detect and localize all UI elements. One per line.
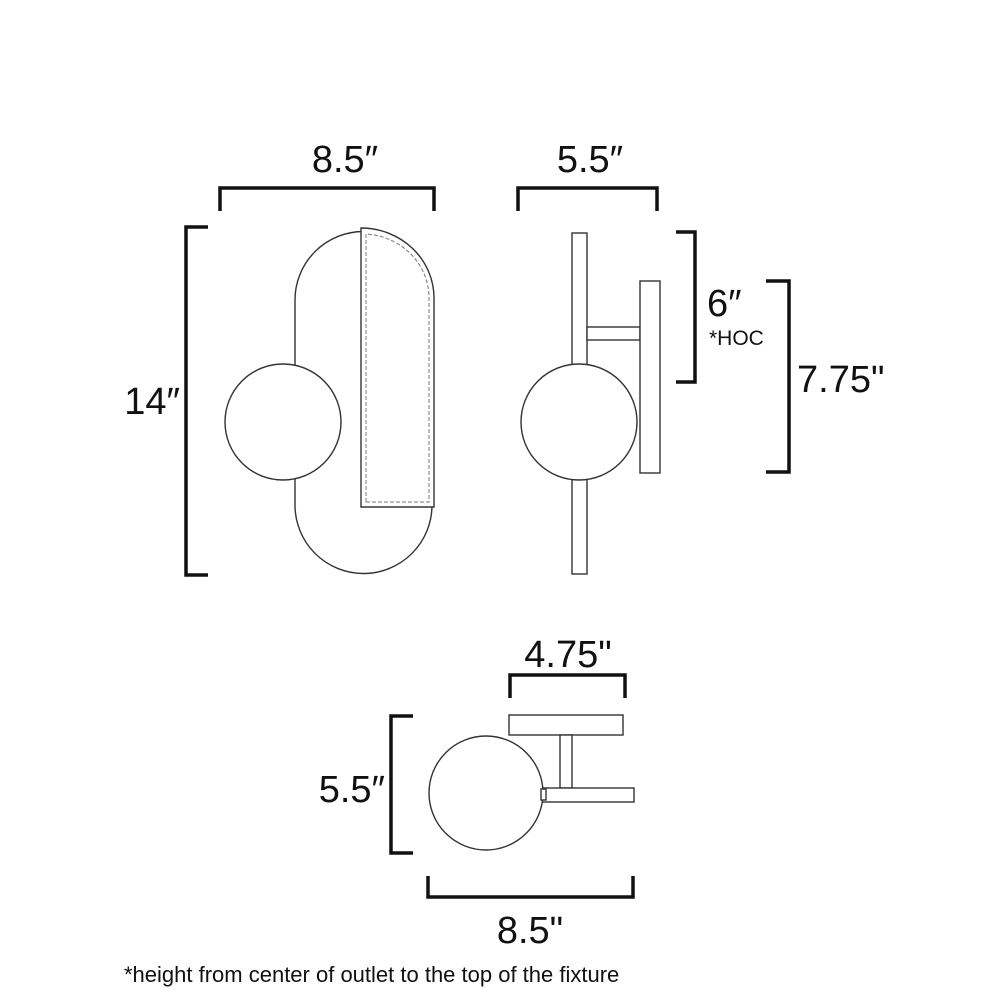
side-view: 5.5″ 6″ *HOC 7.75" (516, 139, 884, 575)
front-height-bracket (184, 225, 208, 577)
backplate-height-bracket (766, 279, 791, 474)
front-width-bracket (218, 186, 436, 211)
side-depth-label: 5.5″ (557, 139, 623, 181)
globe-side (520, 363, 638, 481)
globe-top (428, 735, 544, 851)
footnote: *height from center of outlet to the top… (124, 962, 619, 987)
panel-front (360, 227, 435, 508)
canopy-width-bracket (508, 673, 627, 698)
hoc-bracket (676, 230, 697, 384)
top-width-label: 8.5" (497, 910, 563, 952)
front-view: 8.5″ 14″ (124, 139, 436, 577)
front-height-label: 14″ (124, 381, 180, 423)
top-depth-bracket (389, 714, 413, 855)
top-width-bracket (426, 876, 635, 899)
backplate-side (639, 280, 661, 474)
canopy-width-label: 4.75" (524, 634, 611, 676)
globe-front (224, 363, 342, 481)
front-width-label: 8.5″ (312, 139, 378, 181)
stem-top (559, 734, 573, 789)
top-depth-label: 5.5″ (319, 769, 385, 811)
hoc-label: 6″ (707, 283, 742, 325)
socket-nub (540, 788, 547, 801)
hoc-note: *HOC (709, 327, 764, 350)
panel-inner-edge (365, 233, 430, 503)
top-view: 4.75" 5.5″ 8.5" (319, 634, 635, 952)
side-depth-bracket (516, 186, 659, 211)
canopy-top (508, 714, 624, 736)
arm-side (586, 326, 641, 341)
backplate-height-label: 7.75" (797, 359, 884, 401)
